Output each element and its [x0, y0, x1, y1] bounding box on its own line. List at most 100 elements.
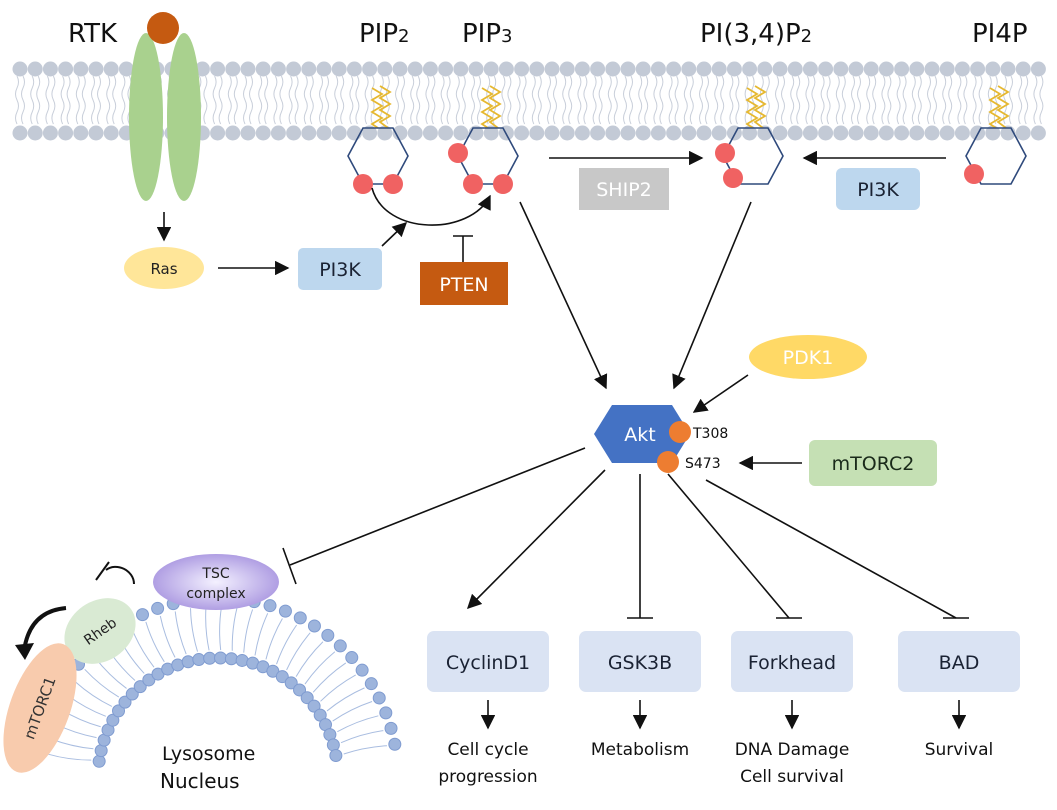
- lipid-head: [88, 61, 104, 77]
- lipid-tail: [866, 75, 871, 125]
- lysosome-lipid-head: [181, 655, 195, 669]
- lipid-head: [27, 125, 43, 141]
- lipid-head: [772, 61, 788, 77]
- lipid-head: [544, 61, 560, 77]
- pip2-label: PIP2: [359, 19, 409, 49]
- lysosome-lipid-tail: [337, 715, 379, 733]
- lysosome-lipid-tail: [145, 621, 165, 663]
- lysosome-lipid-tail: [159, 615, 176, 658]
- lipid-tail: [562, 75, 567, 125]
- lipid-tail: [501, 75, 506, 125]
- lipid-head: [954, 61, 970, 77]
- lipid-head: [970, 61, 986, 77]
- pten-node[interactable]: [420, 262, 508, 305]
- lysosome-lipid-head: [329, 749, 343, 763]
- lipid-head: [73, 125, 89, 141]
- lipid-head: [316, 61, 332, 77]
- arrow-pi34p2-to-akt: [672, 201, 752, 390]
- rheb-node[interactable]: [52, 585, 149, 678]
- acyl-chain: [753, 85, 767, 129]
- ship2-node[interactable]: [579, 168, 669, 210]
- pdk1-label: PDK1: [783, 347, 834, 369]
- akt-node[interactable]: [594, 405, 690, 463]
- lipid-head: [635, 125, 651, 141]
- akt-target-edges: [466, 469, 969, 619]
- lipid-tail: [683, 75, 688, 125]
- lipid-tail: [455, 75, 460, 125]
- mtorc2-label: mTORC2: [832, 453, 915, 475]
- lipid-tail: [537, 75, 542, 125]
- lipid-head: [42, 61, 58, 77]
- lipid-head: [1030, 125, 1046, 141]
- lipid-head: [924, 61, 940, 77]
- lipid-head: [529, 61, 545, 77]
- lipid-head: [27, 61, 43, 77]
- rtk-label: RTK: [68, 19, 118, 49]
- target-label: BAD: [939, 652, 980, 674]
- ship2-label: SHIP2: [596, 179, 652, 201]
- lipid-tail: [775, 75, 779, 125]
- mtorc1-node[interactable]: [0, 634, 91, 782]
- lipid-tail: [872, 75, 877, 125]
- lysosome-label: Lysosome: [162, 743, 255, 765]
- lipid-head: [559, 61, 575, 77]
- s473-site: [657, 451, 679, 473]
- lipid-head: [833, 61, 849, 77]
- lipid-head: [802, 125, 818, 141]
- mtorc2-node[interactable]: [809, 440, 937, 486]
- lysosome-lipid-head: [300, 691, 314, 705]
- lipid-tail: [957, 75, 962, 125]
- lipid-tail: [309, 75, 314, 125]
- lipid-tail: [699, 75, 703, 125]
- pi3k-left-node[interactable]: [298, 248, 382, 290]
- lysosome-lipid-head: [388, 737, 402, 751]
- lipid-tail: [927, 75, 931, 125]
- lipid-tail: [598, 75, 603, 125]
- lipid-tail: [781, 75, 785, 125]
- pi3k-right-node[interactable]: [836, 168, 920, 210]
- lysosome-lipid-head: [284, 676, 298, 690]
- lipid-tail: [416, 75, 421, 125]
- lipid-head: [270, 125, 286, 141]
- lipid-head: [498, 61, 514, 77]
- lipid-tail: [568, 75, 573, 125]
- lipid-head: [802, 61, 818, 77]
- lipid-tail: [91, 75, 95, 125]
- target-box: [898, 631, 1020, 692]
- acyl-chain: [488, 85, 502, 129]
- lysosome-lipid-head: [151, 601, 165, 615]
- pten-label: PTEN: [439, 274, 488, 296]
- lipid-head: [1015, 125, 1031, 141]
- pdk1-node[interactable]: [749, 335, 867, 379]
- pi34p2-label: PI(3,4)P2: [700, 19, 812, 49]
- lipid-tail: [36, 75, 41, 125]
- akt-label: Akt: [624, 424, 655, 446]
- lipid-tail: [881, 75, 886, 125]
- inositol-ring: [965, 127, 1027, 185]
- target-box: [427, 631, 549, 692]
- lysosome-lipid-tail: [340, 730, 384, 744]
- lipid-tail: [81, 75, 86, 125]
- lipid-tail: [1018, 75, 1023, 125]
- phosphate-group: [353, 174, 373, 194]
- lipid-head: [1015, 61, 1031, 77]
- lipid-head: [848, 61, 864, 77]
- akt-activates-edge: [466, 469, 606, 610]
- ras-node[interactable]: [124, 247, 204, 289]
- lipid-tail: [45, 75, 50, 125]
- target-bad[interactable]: BAD Survival: [898, 631, 1020, 760]
- outcome-label: Survival: [925, 740, 994, 760]
- lysosome-lipid-tail: [231, 606, 238, 651]
- lipid-head: [377, 125, 393, 141]
- lipid-tail: [1033, 75, 1038, 125]
- tsc-label-line1: TSC: [201, 566, 229, 582]
- lipid-head: [635, 61, 651, 77]
- lipid-head: [346, 61, 362, 77]
- lipid-tail: [531, 75, 536, 125]
- acyl-chain: [370, 87, 384, 129]
- lipid-head: [88, 125, 104, 141]
- tsc-complex-node[interactable]: [153, 554, 279, 610]
